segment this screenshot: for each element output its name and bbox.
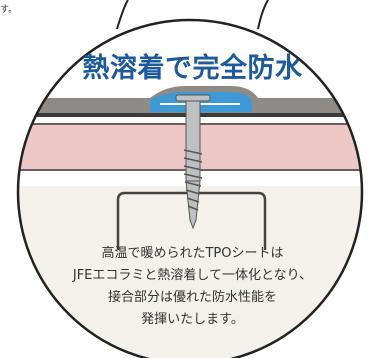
header-fragment: す。 [0,5,18,15]
description-line: JFEエコラミと熱溶着して一体化となり、 [72,268,313,283]
description-line: 発揮いたします。 [141,312,244,327]
screw [175,94,211,230]
callout-tail [116,0,269,30]
description: 高温で暖められたTPOシートは JFEエコラミと熱溶着して一体化となり、 接合部… [0,243,385,331]
description-line: 接合部分は優れた防水性能を [107,290,277,305]
description-line: 高温で暖められたTPOシートは [101,246,284,261]
diagram-title: 熱溶着で完全防水 [82,53,303,84]
callout-circle [16,18,364,358]
